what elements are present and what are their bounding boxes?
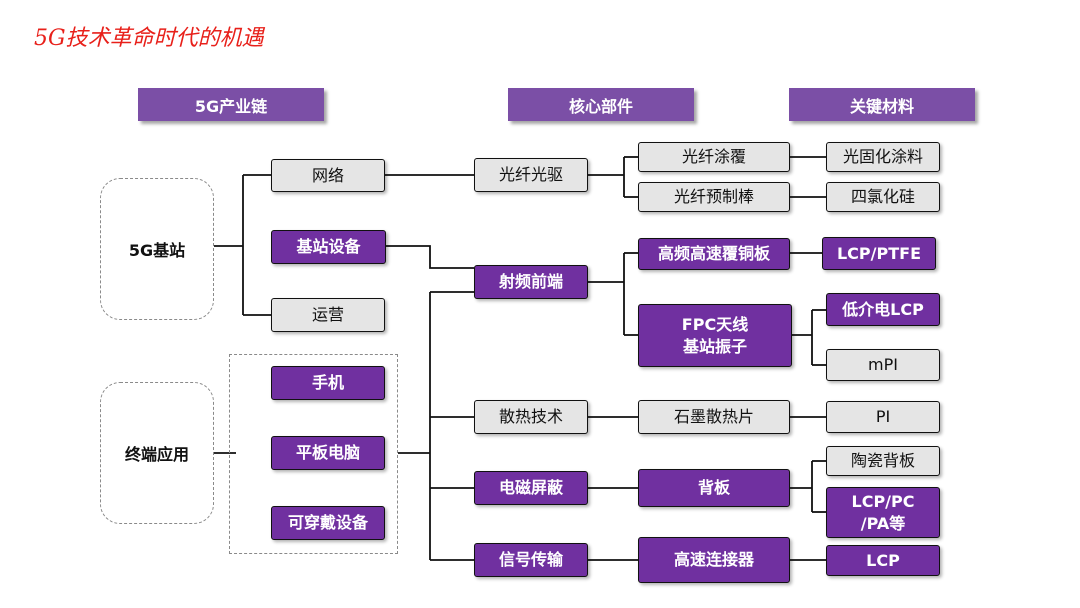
node-thermal-tech: 散热技术: [474, 400, 588, 434]
node-fiber-coating: 光纤涂覆: [638, 142, 790, 172]
node-lcp-pc-pa-line2: /PA等: [860, 513, 906, 533]
node-lcp-ptfe: LCP/PTFE: [822, 237, 936, 270]
category-5g-base-station: 5G基站: [100, 178, 214, 320]
node-rf-front-end: 射频前端: [474, 265, 588, 299]
node-signal-transmission: 信号传输: [474, 543, 588, 577]
header-core-components: 核心部件: [508, 88, 694, 121]
page-title: 5G技术革命时代的机遇: [34, 26, 264, 51]
category-terminal-apps-label: 终端应用: [120, 439, 193, 467]
node-pi: PI: [826, 401, 940, 433]
category-terminal-apps: 终端应用: [100, 382, 214, 524]
node-lcp-pc-pa: LCP/PC /PA等: [826, 487, 940, 538]
node-silicon-tetrachloride: 四氯化硅: [826, 182, 940, 212]
node-backplate: 背板: [638, 469, 790, 507]
node-network: 网络: [271, 159, 385, 192]
node-wearable: 可穿戴设备: [271, 506, 385, 540]
node-high-freq-ccl: 高频高速覆铜板: [638, 238, 790, 270]
node-ceramic-backplate: 陶瓷背板: [826, 446, 940, 476]
terminal-group-box: [229, 354, 398, 554]
node-base-station-equipment: 基站设备: [271, 230, 386, 264]
node-operation: 运营: [271, 298, 385, 332]
node-mpi: mPI: [826, 349, 940, 381]
node-tablet: 平板电脑: [271, 436, 385, 470]
header-industry-chain: 5G产业链: [138, 88, 324, 121]
node-lcp-pc-pa-line1: LCP/PC: [851, 491, 915, 511]
node-optical-fiber: 光纤光驱: [474, 158, 588, 192]
node-emi-shielding: 电磁屏蔽: [474, 471, 588, 505]
node-phone: 手机: [271, 366, 385, 400]
node-photocurable-coating: 光固化涂料: [826, 142, 940, 172]
node-low-dielectric-lcp: 低介电LCP: [826, 293, 940, 326]
node-fpc-antenna: FPC天线 基站振子: [638, 304, 792, 367]
header-key-materials: 关键材料: [789, 88, 975, 121]
node-high-speed-connector: 高速连接器: [638, 537, 790, 583]
node-fiber-preform: 光纤预制棒: [638, 182, 790, 212]
node-fpc-antenna-line1: FPC天线: [681, 314, 749, 334]
node-lcp: LCP: [826, 545, 940, 576]
node-fpc-antenna-line2: 基站振子: [682, 336, 747, 356]
category-5g-base-station-label: 5G基站: [124, 235, 190, 263]
node-graphite-sheet: 石墨散热片: [638, 400, 790, 434]
